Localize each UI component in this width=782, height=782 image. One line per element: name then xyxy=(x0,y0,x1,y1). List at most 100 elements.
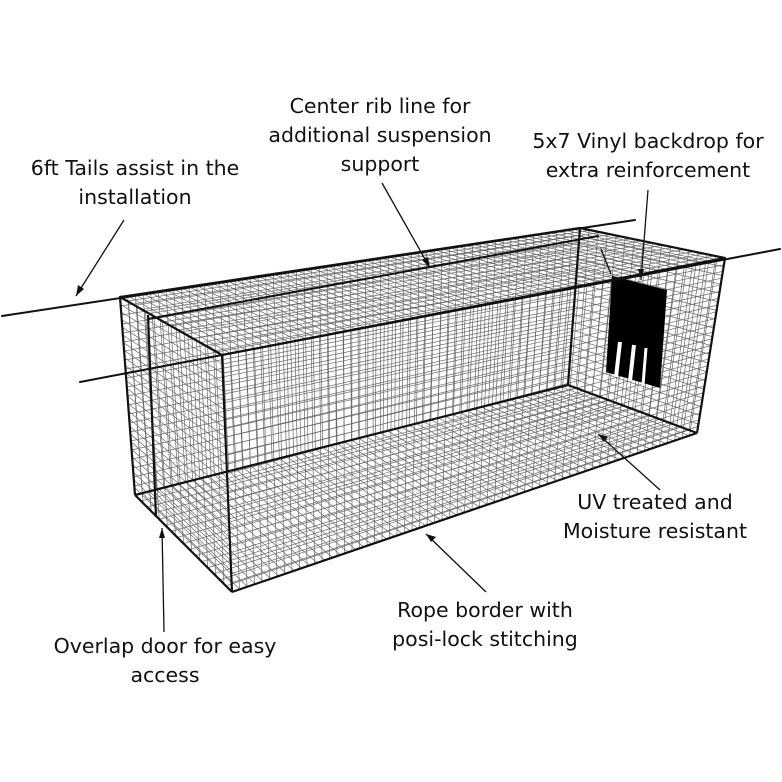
mesh-line xyxy=(192,249,684,339)
mesh-line xyxy=(227,358,709,493)
uv-callout: UV treated and Moisture resistant xyxy=(545,488,765,546)
door-callout-line-2: access xyxy=(130,663,200,687)
mesh-line xyxy=(129,327,573,424)
mesh-line xyxy=(126,291,576,379)
mesh-line xyxy=(122,327,224,392)
mesh-line xyxy=(121,249,579,325)
center-rib-callout-line-2: additional suspension xyxy=(268,123,492,147)
mesh-line xyxy=(228,365,708,502)
mesh-line xyxy=(126,388,227,465)
mesh-line xyxy=(130,334,572,433)
mesh-line xyxy=(128,410,228,493)
backdrop-leader xyxy=(640,189,649,281)
tails-callout: 6ft Tails assist in the installation xyxy=(10,154,260,212)
mesh-line xyxy=(132,464,231,556)
mesh-line xyxy=(129,426,229,511)
mesh-line xyxy=(222,264,724,365)
mesh-line xyxy=(127,229,591,302)
mesh-line xyxy=(170,242,653,327)
uv-callout-line-1: UV treated and xyxy=(577,490,733,514)
leader-arrowheads xyxy=(76,257,644,542)
door-callout: Overlap door for easy access xyxy=(40,632,290,690)
mesh-line xyxy=(231,419,700,575)
tails-callout-line-2: installation xyxy=(78,185,192,209)
mesh-line xyxy=(207,253,705,348)
backdrop-leader-2 xyxy=(600,248,612,275)
uv-leader xyxy=(597,433,661,491)
mesh-line xyxy=(133,479,232,575)
center-rib-callout-line-1: Center rib line for xyxy=(289,94,471,118)
mesh-line xyxy=(228,372,707,511)
mesh-line xyxy=(231,425,699,584)
mesh-line xyxy=(163,240,643,323)
mesh-line xyxy=(229,392,704,538)
rib-along-roof xyxy=(147,235,599,320)
rope-border-callout-line-1: Rope border with xyxy=(397,598,573,622)
mesh-line xyxy=(165,399,609,526)
mesh-line xyxy=(141,234,612,310)
mesh-line xyxy=(229,385,705,529)
mesh-line xyxy=(132,363,570,469)
mesh-line xyxy=(132,356,571,460)
mesh-line xyxy=(201,417,657,563)
mesh-line xyxy=(124,365,226,438)
mesh-line xyxy=(134,231,601,306)
door-wall-mesh xyxy=(120,301,232,584)
mesh-line xyxy=(200,251,694,343)
backdrop-callout: 5x7 Vinyl backdrop for extra reinforceme… xyxy=(523,127,773,185)
mesh-line xyxy=(125,284,576,370)
mesh-line xyxy=(171,402,617,532)
mesh-line xyxy=(130,341,572,442)
mesh-line xyxy=(120,311,223,374)
mesh-line xyxy=(126,380,227,456)
mesh-line xyxy=(130,433,230,520)
mesh-line xyxy=(131,449,230,538)
mesh-line xyxy=(230,412,701,565)
vinyl-backdrop xyxy=(606,276,667,388)
mesh-line xyxy=(123,263,578,343)
mesh-line xyxy=(129,418,229,502)
mesh-line xyxy=(153,393,593,514)
mesh-line xyxy=(230,405,702,556)
mesh-line xyxy=(178,244,663,331)
backdrop-callout-line-1: 5x7 Vinyl backdrop for xyxy=(532,129,764,153)
leader-lines xyxy=(75,182,661,633)
mesh-line xyxy=(134,487,232,584)
rope-leader xyxy=(425,533,487,593)
mesh-line xyxy=(127,306,575,397)
mesh-line xyxy=(569,361,702,408)
mesh-line xyxy=(128,320,573,415)
mesh-line xyxy=(123,350,225,420)
door-callout-line-1: Overlap door for easy xyxy=(53,634,277,658)
mesh-line xyxy=(126,299,575,388)
mesh-line xyxy=(127,403,228,483)
cage-frame xyxy=(118,226,727,594)
mesh-line xyxy=(156,238,632,319)
mesh-line xyxy=(140,387,577,502)
tails-leader xyxy=(75,219,125,297)
roof-mesh xyxy=(127,228,717,354)
rope-border-callout: Rope border with posi-lock stitching xyxy=(375,596,595,654)
center-rib-leader xyxy=(381,182,431,269)
mesh-line xyxy=(127,395,228,474)
mesh-line xyxy=(130,441,230,529)
center-rib-callout-line-3: support xyxy=(340,152,420,176)
mesh-line xyxy=(121,319,224,383)
mesh-line xyxy=(133,471,232,565)
mesh-line xyxy=(122,334,225,401)
overlap-door-edge xyxy=(146,314,158,518)
mesh-line xyxy=(214,255,715,352)
mesh-line xyxy=(213,423,673,575)
mesh-line xyxy=(123,342,225,410)
mesh-line xyxy=(125,372,227,447)
rope-border-callout-line-2: posi-lock stitching xyxy=(392,627,578,651)
tails-callout-line-1: 6ft Tails assist in the xyxy=(30,156,240,180)
door-leader xyxy=(161,527,165,633)
backdrop-callout-line-2: extra reinforcement xyxy=(545,158,751,182)
mesh-line xyxy=(120,304,223,365)
uv-callout-line-2: Moisture resistant xyxy=(562,519,748,543)
mesh-line xyxy=(131,348,571,451)
mesh-line xyxy=(183,408,633,544)
